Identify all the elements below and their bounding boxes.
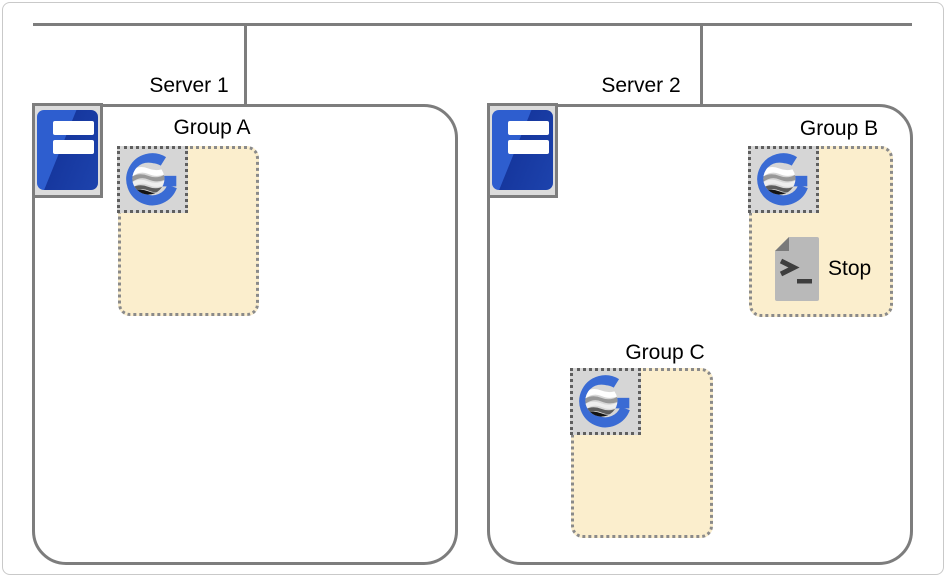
server-tower-icon[interactable] [32,103,103,198]
network-bus-line [33,23,912,26]
g-globe-logo-icon[interactable] [570,368,641,435]
group-b-label: Group B [799,117,879,140]
group-c-label: Group C [625,341,705,364]
server1-drop-line [244,24,247,106]
tower-bar [53,121,94,135]
tower-body [492,110,553,190]
server-tower-icon[interactable] [487,103,558,198]
script-item-label: Stop [828,257,872,280]
tower-body [37,110,98,190]
server2-label: Server 2 [601,74,681,97]
script-file-icon [774,236,820,302]
server1-label: Server 1 [149,74,229,97]
tower-bar [508,140,549,154]
diagram-frame [2,2,944,575]
g-globe-logo-icon[interactable] [748,146,819,213]
server2-drop-line [700,24,703,106]
group-a-region[interactable] [118,146,259,316]
tower-bar [53,140,94,154]
tower-bar [508,121,549,135]
group-a-label: Group A [173,116,251,139]
g-globe-logo-icon[interactable] [117,146,188,213]
script-item-stop[interactable]: Stop [774,236,884,302]
